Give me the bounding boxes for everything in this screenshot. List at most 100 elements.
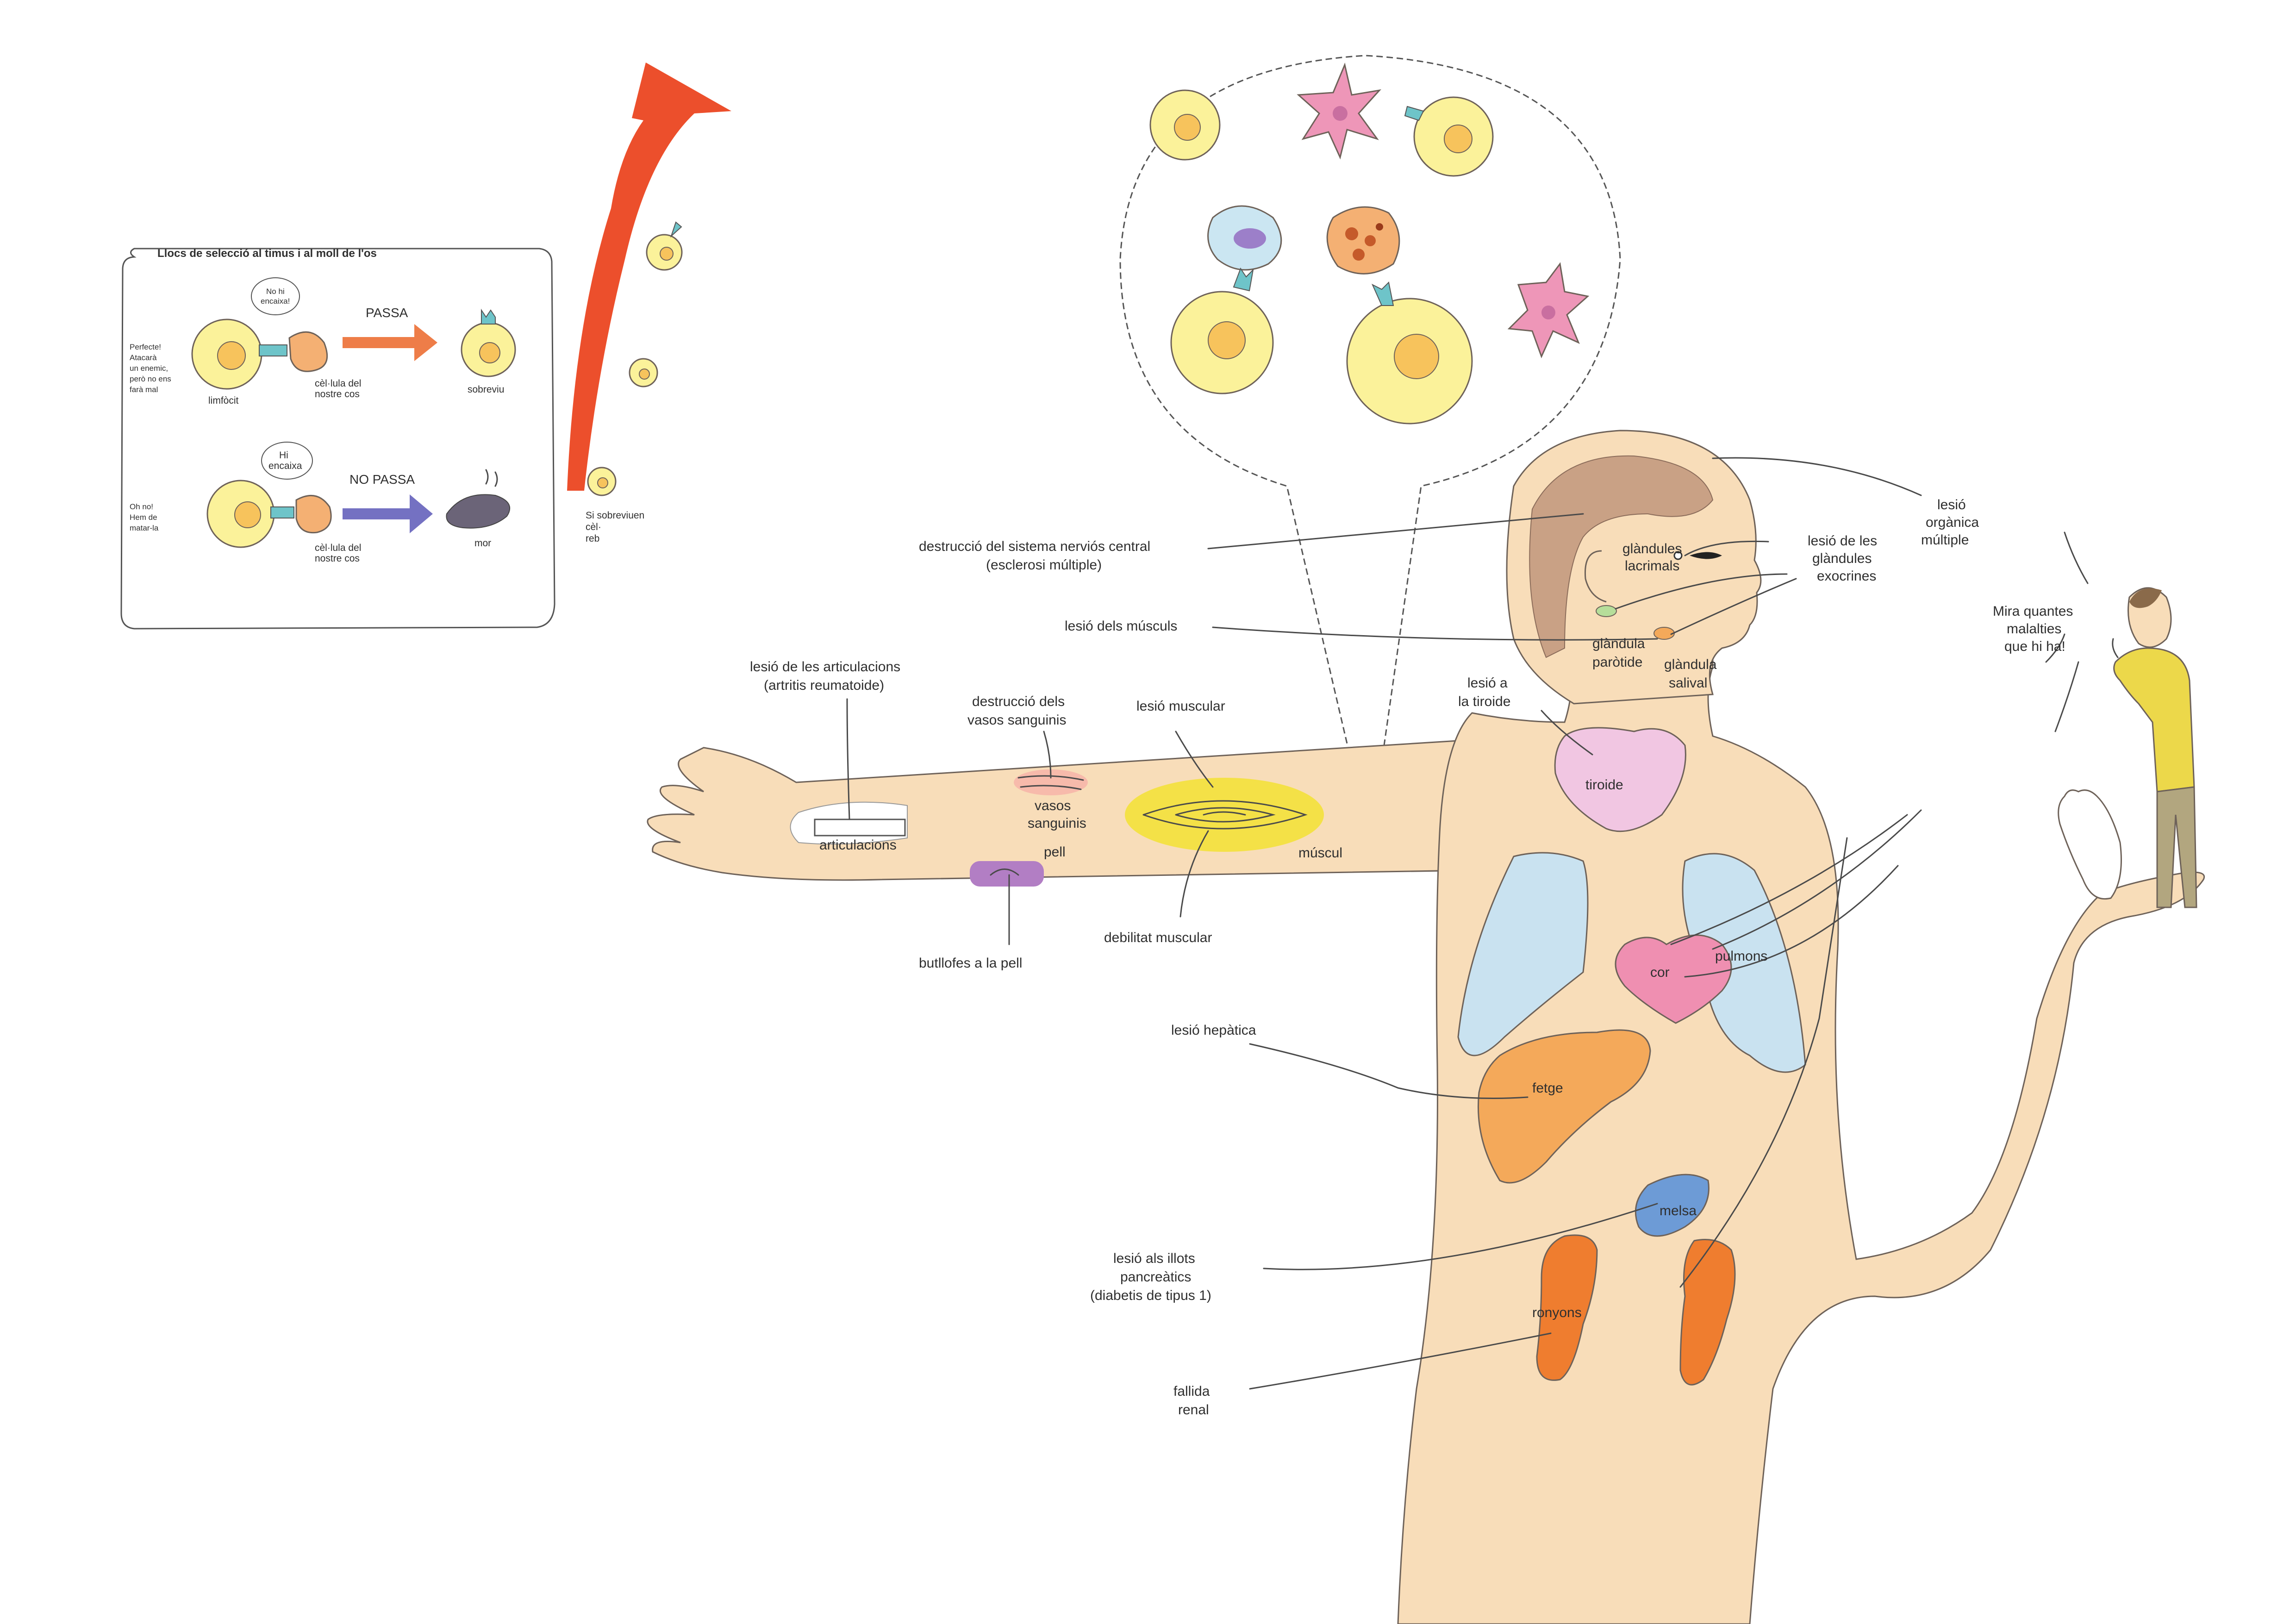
- spleen-label: melsa: [1660, 1203, 1697, 1218]
- renal-label: renal: [1178, 1402, 1209, 1418]
- svg-text:encaixa: encaixa: [268, 461, 302, 471]
- pass-label: PASSA: [366, 306, 408, 320]
- vessels-lesion-label: vasos sanguinis: [967, 712, 1066, 728]
- dead-cell: [446, 469, 511, 529]
- survive-text: Si sobreviuen cèl· reb: [586, 510, 644, 544]
- escaping-lymphocytes: [587, 221, 683, 496]
- cns-label-sub: (esclerosi múltiple): [986, 557, 1102, 573]
- joints-lesion-label: (artritis reumatoide): [764, 678, 884, 693]
- kid-speech: malalties: [2007, 621, 2061, 637]
- lacrimal-gland: [1673, 551, 1722, 560]
- spleen-organ: [1635, 1174, 1710, 1237]
- joints-lesion-label: lesió de les articulacions: [750, 659, 900, 675]
- body-cell-2: [295, 494, 332, 534]
- skin-blister: [970, 861, 1044, 887]
- vessels-lesion-label: destrucció dels: [972, 694, 1065, 709]
- muscle-area: [1125, 778, 1324, 852]
- svg-text:cèl·: cèl·: [586, 522, 601, 532]
- svg-text:però no ens: però no ens: [130, 375, 171, 383]
- skin-label: pell: [1044, 844, 1066, 860]
- lacrimal-label: glàndules: [1622, 541, 1682, 556]
- blisters-label: butllofes a la pell: [919, 956, 1022, 971]
- granulocyte: [1326, 206, 1400, 275]
- organ-label: orgànica: [1926, 515, 1979, 530]
- parotid-gland: [1596, 605, 1617, 617]
- lymphocyte-cell: [191, 319, 287, 390]
- body-cell-label-2: nostre cos: [315, 553, 360, 564]
- exocrine-label: exocrines: [1817, 568, 1876, 584]
- selection-box-title: Llocs de selecció al timus i al moll de …: [157, 247, 377, 260]
- immune-cells-bubble: [1119, 55, 1621, 843]
- thyroid-lesion-label: la tiroide: [1458, 694, 1510, 709]
- svg-text:un enemic,: un enemic,: [130, 364, 168, 373]
- vessels-label: sanguinis: [1028, 816, 1086, 831]
- liver-lesion-label: lesió hepàtica: [1171, 1023, 1256, 1038]
- svg-text:Atacarà: Atacarà: [130, 353, 157, 362]
- right-kidney: [1679, 1239, 1736, 1386]
- weakness-label: debilitat muscular: [1104, 930, 1212, 945]
- lymphocyte-2: [1404, 96, 1494, 177]
- svg-text:reb: reb: [586, 533, 599, 544]
- selection-box: Llocs de selecció al timus i al moll de …: [120, 247, 555, 630]
- joints-label: articulacions: [819, 837, 897, 853]
- organ-label: lesió: [1937, 497, 1966, 512]
- dendritic-cell: [1297, 62, 1381, 160]
- left-kidney: [1536, 1234, 1598, 1381]
- liver-organ: [1477, 1029, 1651, 1184]
- svg-text:Si sobreviuen: Si sobreviuen: [586, 510, 644, 521]
- thyroid-label: tiroide: [1585, 777, 1623, 793]
- liver-label: fetge: [1532, 1081, 1563, 1096]
- parotid-label: paròtide: [1592, 655, 1642, 670]
- organ-label: múltiple: [1921, 532, 1969, 548]
- exocrine-label: glàndules: [1812, 551, 1872, 566]
- salivary-gland: [1653, 627, 1675, 640]
- pass-arrow: [343, 324, 437, 361]
- red-arrow: [567, 62, 731, 491]
- row2-caption: Oh no! Hem de matar-la: [130, 502, 159, 532]
- svg-text:Perfecte!: Perfecte!: [130, 343, 161, 351]
- body-cell-label: nostre cos: [315, 389, 360, 400]
- islets-label: lesió als illots: [1113, 1251, 1195, 1266]
- lymphocyte-3: [1170, 267, 1274, 394]
- labels: destrucció del sistema nerviós central (…: [750, 497, 2073, 1418]
- kid-figure: [2112, 587, 2197, 908]
- svg-text:farà mal: farà mal: [130, 385, 158, 394]
- no-pass-arrow: [343, 494, 433, 533]
- dies-label: mor: [474, 538, 491, 549]
- heart-organ: [1615, 934, 1732, 1024]
- row1-caption: Perfecte! Atacarà un enemic, però no ens…: [130, 343, 171, 394]
- body-cell-label: cèl·lula del: [315, 378, 361, 389]
- renal-label: fallida: [1173, 1384, 1210, 1399]
- exocrine-label: lesió de les: [1808, 533, 1877, 549]
- lymphocyte-label: limfòcit: [208, 395, 239, 406]
- macrophage: [1207, 205, 1282, 271]
- heart-label: cor: [1650, 965, 1670, 980]
- thyroid-lesion-label: lesió a: [1467, 675, 1508, 691]
- svg-text:Hi: Hi: [279, 450, 288, 461]
- kid-speech: Mira quantes: [1993, 604, 2073, 619]
- kidneys-label: ronyons: [1532, 1305, 1582, 1320]
- thyroid-organ: [1554, 727, 1686, 832]
- leader-lines: [846, 457, 2089, 1390]
- body-cell-label-2: cèl·lula del: [315, 543, 361, 553]
- islets-label: pancreàtics: [1120, 1269, 1191, 1285]
- bone: [814, 818, 906, 837]
- svg-text:matar-la: matar-la: [130, 524, 159, 532]
- islets-label: (diabetis de tipus 1): [1090, 1288, 1211, 1303]
- svg-text:No hi: No hi: [266, 287, 285, 296]
- muscles-label: lesió dels músculs: [1065, 618, 1177, 634]
- surviving-cell: [461, 308, 516, 377]
- lymphocyte-cell-2: [206, 480, 294, 548]
- svg-text:encaixa!: encaixa!: [261, 297, 290, 306]
- human-body: [647, 430, 2205, 1624]
- cns-label: destrucció del sistema nerviós central: [919, 539, 1150, 554]
- muscle-label: múscul: [1298, 845, 1342, 861]
- vessels-label: vasos: [1035, 798, 1071, 813]
- no-pass-label: NO PASSA: [349, 472, 415, 487]
- salivary-label: salival: [1669, 675, 1707, 691]
- survives-label: sobreviu: [468, 384, 504, 395]
- svg-text:Hem de: Hem de: [130, 513, 157, 522]
- muscle-lesion-label: lesió muscular: [1136, 699, 1225, 714]
- lymphocyte-4: [1346, 281, 1473, 425]
